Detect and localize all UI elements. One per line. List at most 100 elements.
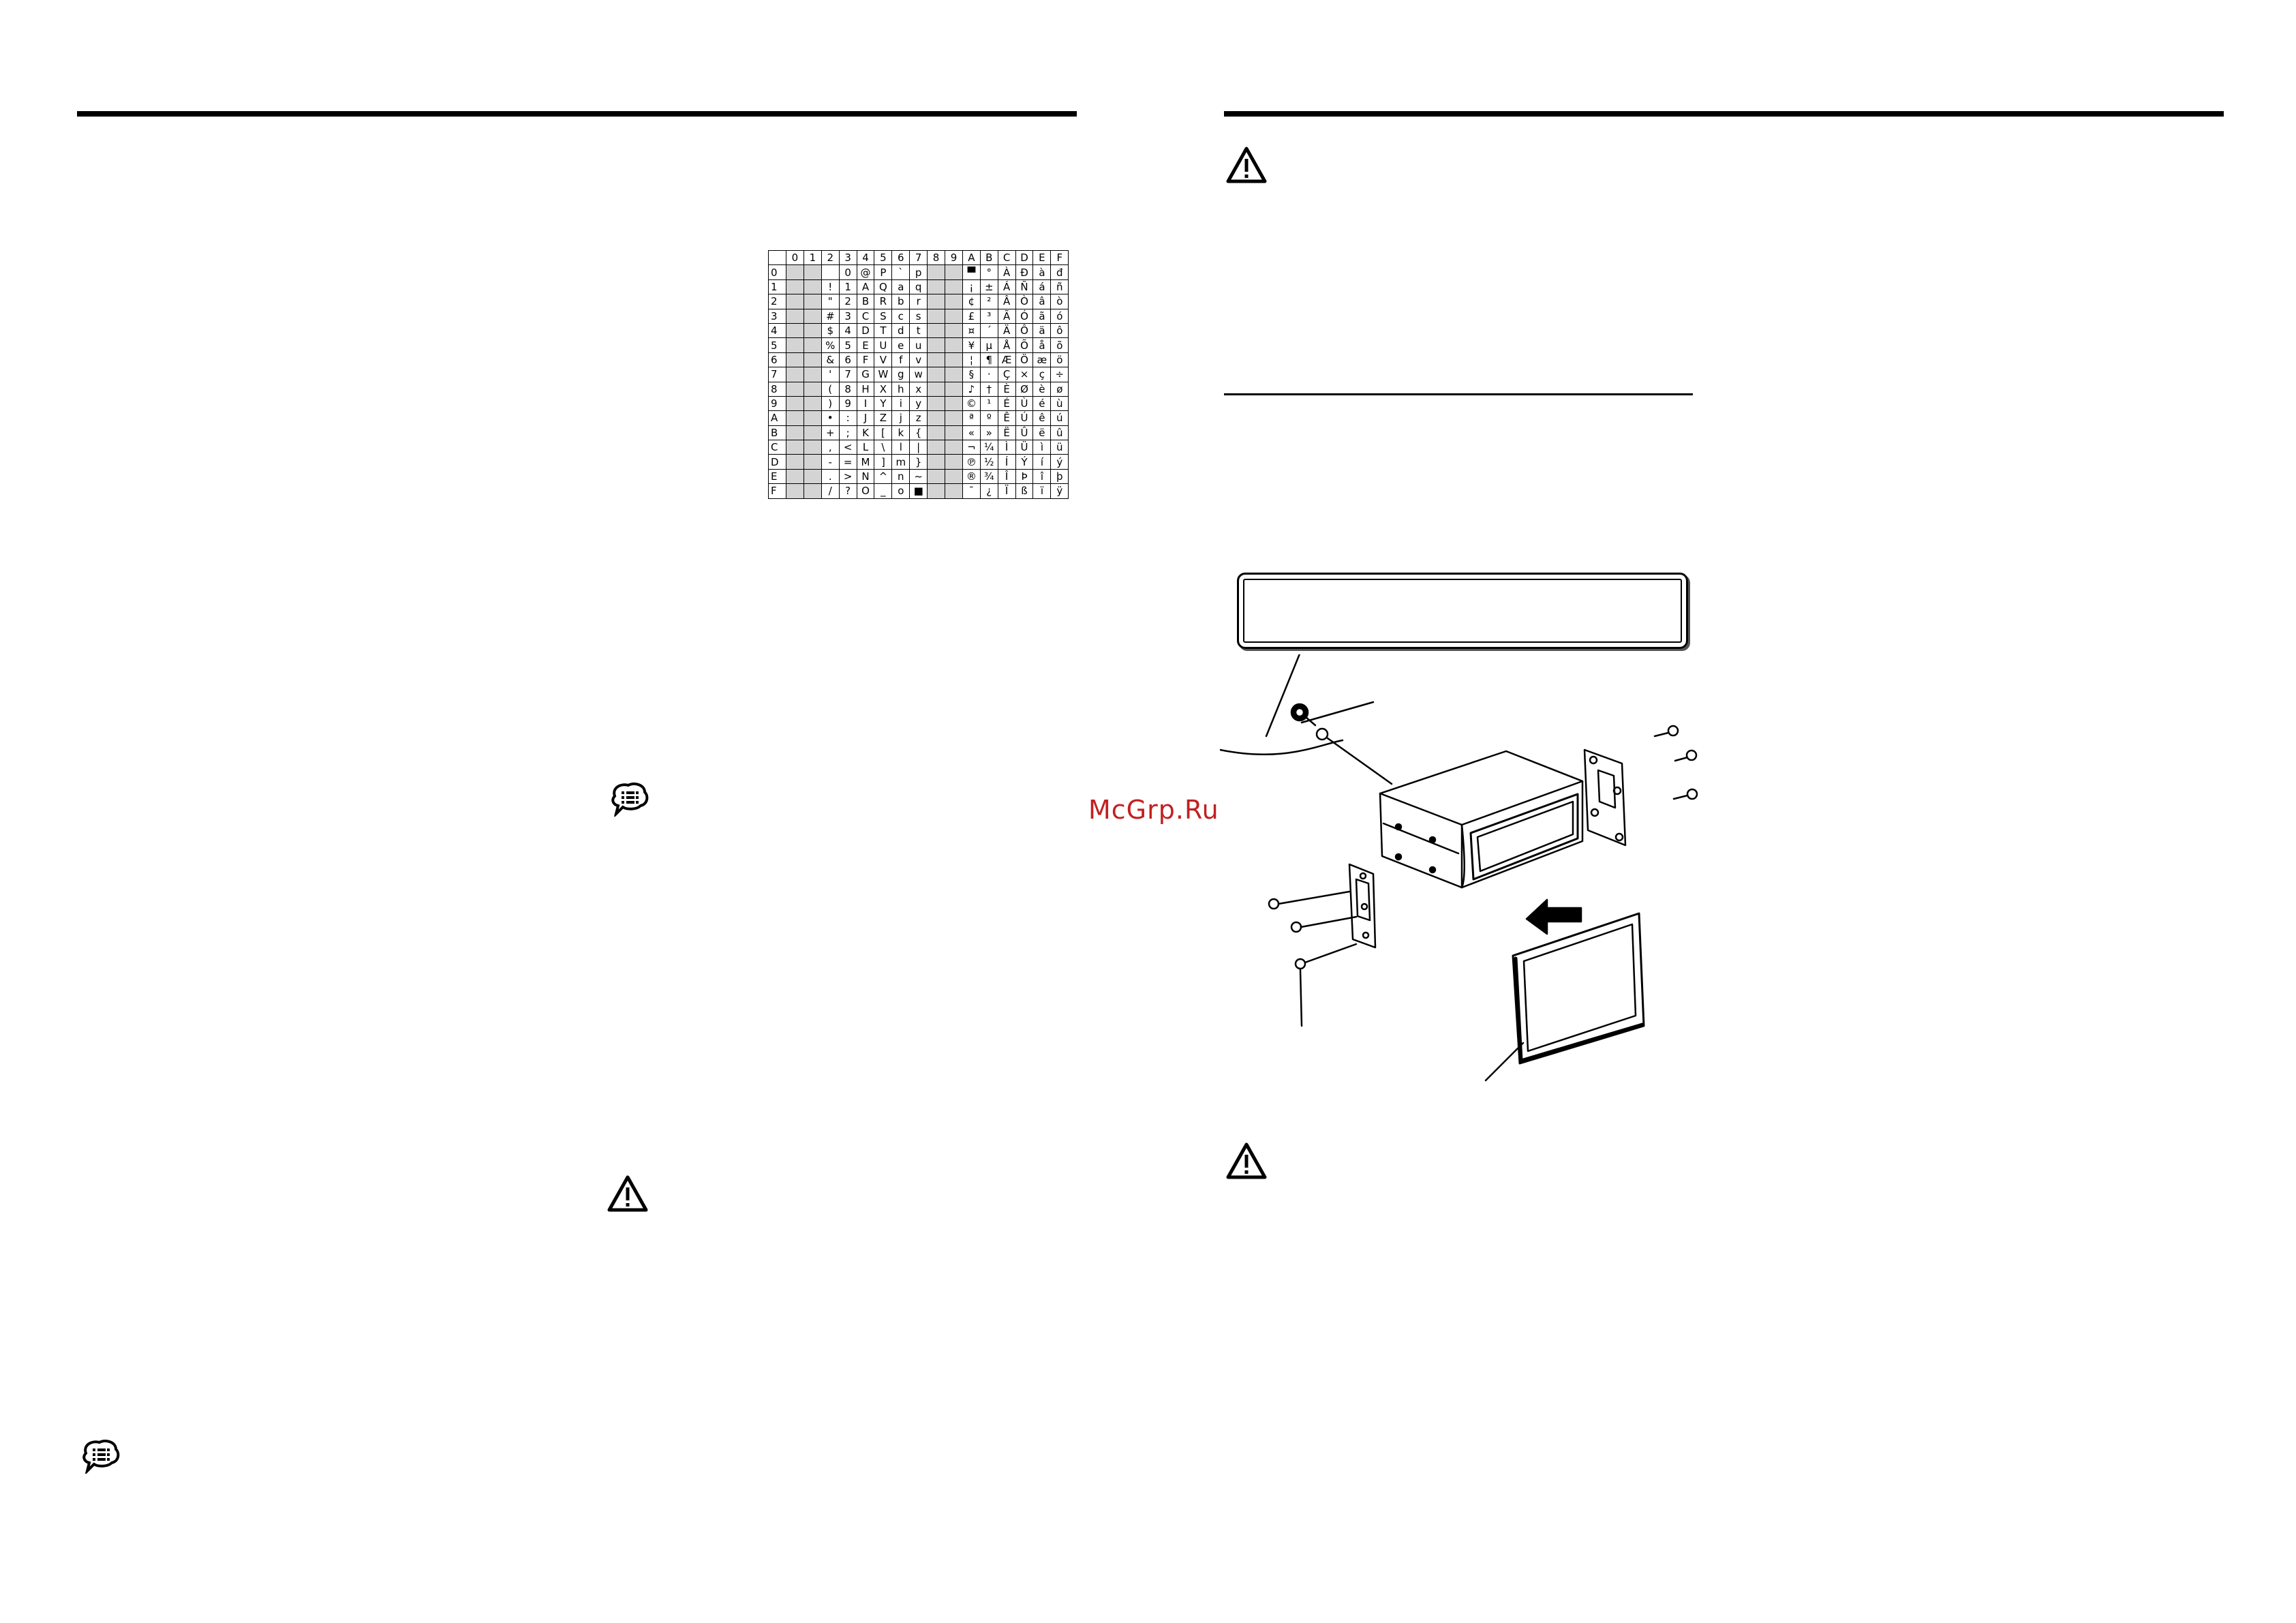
table-cell xyxy=(786,337,804,353)
table-cell: ° xyxy=(979,264,998,280)
table-cell: ♪ xyxy=(962,381,981,397)
table-cell: 8 xyxy=(838,381,857,397)
table-cell: ê xyxy=(1032,410,1052,426)
table-cell xyxy=(927,308,946,324)
table-cell xyxy=(786,440,804,455)
table-cell xyxy=(927,367,946,382)
table-cell: Ç xyxy=(997,367,1016,382)
table-cell: Ò xyxy=(1015,294,1034,309)
table-cell xyxy=(803,279,822,295)
table-cell xyxy=(945,352,963,368)
row-header: 8 xyxy=(768,381,786,397)
table-cell: } xyxy=(909,454,928,470)
column-header: 7 xyxy=(909,249,928,266)
table-cell xyxy=(927,454,946,470)
table-cell: ò xyxy=(1050,294,1069,309)
table-cell: ¦ xyxy=(962,352,981,368)
table-cell: É xyxy=(997,395,1016,412)
table-cell: v xyxy=(909,352,928,368)
wire-leader-line xyxy=(1300,701,1375,724)
table-cell: G xyxy=(856,367,875,382)
column-header: 1 xyxy=(803,249,822,266)
column-header: 8 xyxy=(927,249,946,266)
table-cell: M xyxy=(856,454,875,470)
table-cell: ø xyxy=(1050,381,1069,397)
table-cell: í xyxy=(1032,454,1052,470)
table-cell: a xyxy=(891,279,910,295)
table-cell xyxy=(786,367,804,382)
table-cell xyxy=(927,425,946,441)
table-cell: q xyxy=(909,279,928,295)
column-header: B xyxy=(979,249,998,266)
row-header: 7 xyxy=(768,367,786,382)
column-header: F xyxy=(1050,249,1069,266)
table-cell: ! xyxy=(821,279,840,295)
table-cell: i xyxy=(891,395,910,412)
table-cell: B xyxy=(856,294,875,309)
table-cell: õ xyxy=(1050,337,1069,353)
table-cell: Â xyxy=(997,294,1016,309)
table-cell xyxy=(786,294,804,309)
table-cell: ë xyxy=(1032,425,1052,441)
table-cell: 4 xyxy=(838,322,857,339)
table-cell: p xyxy=(909,264,928,280)
table-cell: à xyxy=(1032,264,1052,280)
table-cell: • xyxy=(821,410,840,426)
table-cell: D xyxy=(856,322,875,339)
table-cell: ³ xyxy=(979,308,998,324)
left-bracket-screws xyxy=(1268,890,1358,1027)
column-header xyxy=(768,249,786,266)
table-cell: ^ xyxy=(874,468,893,485)
table-cell xyxy=(803,322,822,339)
frame-leader-line xyxy=(1484,1042,1525,1082)
table-cell: ¶ xyxy=(979,352,998,368)
table-cell: r xyxy=(909,294,928,309)
row-header: 0 xyxy=(768,264,786,280)
row-header: 9 xyxy=(768,395,786,412)
table-cell: ç xyxy=(1032,367,1052,382)
table-cell: Ø xyxy=(1015,381,1034,397)
table-cell: ¤ xyxy=(962,322,981,339)
column-header: 2 xyxy=(821,249,840,266)
table-cell xyxy=(945,425,963,441)
table-cell xyxy=(945,381,963,397)
table-cell: V xyxy=(874,352,893,368)
table-cell: 1 xyxy=(838,279,857,295)
column-header: C xyxy=(997,249,1016,266)
section-heading-underline xyxy=(1224,393,1693,395)
table-cell xyxy=(945,483,963,499)
column-header: A xyxy=(962,249,981,266)
table-cell: t xyxy=(909,322,928,339)
table-cell: I xyxy=(856,395,875,412)
table-cell xyxy=(927,279,946,295)
table-cell: C xyxy=(856,308,875,324)
table-cell xyxy=(803,483,822,499)
table-cell: 3 xyxy=(838,308,857,324)
table-cell xyxy=(821,264,840,280)
watermark: McGrp.Ru xyxy=(1088,795,1219,825)
table-cell: ý xyxy=(1050,454,1069,470)
table-cell: e xyxy=(891,337,910,353)
table-cell: 7 xyxy=(838,367,857,382)
ground-wire xyxy=(1220,739,1344,755)
table-cell: 2 xyxy=(838,294,857,309)
table-cell: Ú xyxy=(1015,410,1034,426)
table-cell xyxy=(927,381,946,397)
table-cell xyxy=(945,294,963,309)
table-cell: ▀ xyxy=(962,264,981,280)
table-cell: m xyxy=(891,454,910,470)
table-cell: ã xyxy=(1032,308,1052,324)
column-header: 5 xyxy=(874,249,893,266)
table-cell: â xyxy=(1032,294,1052,309)
table-cell xyxy=(927,337,946,353)
table-cell xyxy=(803,395,822,412)
trim-frame xyxy=(1512,912,1645,1065)
table-cell xyxy=(945,308,963,324)
table-cell: % xyxy=(821,337,840,353)
table-cell: > xyxy=(838,468,857,485)
table-cell: x xyxy=(909,381,928,397)
note-icon xyxy=(82,1440,120,1474)
table-cell: å xyxy=(1032,337,1052,353)
